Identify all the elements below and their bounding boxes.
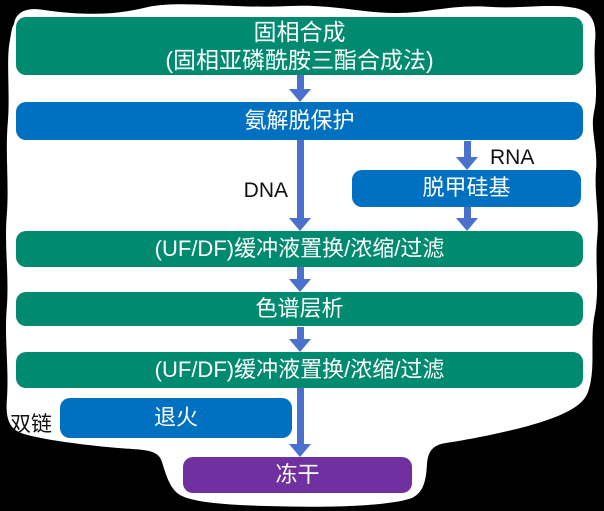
step-label: (UF/DF)缓冲液置换/浓缩/过滤 (154, 356, 445, 382)
step-box-buffer-exchange-2: (UF/DF)缓冲液置换/浓缩/过滤 (16, 352, 583, 388)
arrow-synthesis-to-deprotection-icon (289, 75, 311, 102)
branch-label-dna: DNA (243, 179, 288, 202)
arrow-rna-path-icon (456, 141, 478, 170)
step-label: 脱甲硅基 (422, 175, 511, 201)
step-label-line2: (固相亚磷酰胺三酯合成法) (165, 47, 434, 73)
step-box-annealing: 退火 (60, 398, 292, 438)
step-box-lyophilization: 冻干 (183, 457, 412, 493)
step-box-desilylation: 脱甲硅基 (352, 170, 581, 207)
step-label: 氨解脱保护 (244, 107, 355, 133)
step-label: 色谱层析 (255, 295, 344, 321)
step-box-chromatography: 色谱层析 (16, 292, 583, 326)
step-label: (UF/DF)缓冲液置换/浓缩/过滤 (154, 235, 445, 261)
step-label: 冻干 (275, 461, 320, 487)
branch-label-rna: RNA (490, 146, 535, 169)
arrow-desilylation-to-buffer-icon (456, 207, 478, 231)
arrow-dna-path-icon (289, 140, 311, 231)
arrow-buffer1-to-chromatography-icon (289, 267, 311, 292)
step-box-deprotection: 氨解脱保护 (16, 102, 583, 140)
arrow-chromatography-to-buffer2-icon (289, 327, 311, 352)
step-label-line1: 固相合成 (253, 19, 346, 45)
step-label: 退火 (153, 404, 198, 430)
step-box-buffer-exchange-1: (UF/DF)缓冲液置换/浓缩/过滤 (16, 231, 583, 267)
branch-label-duplex: 双链 (10, 413, 52, 436)
arrow-buffer2-to-lyophilization-icon (289, 388, 311, 457)
step-box-solid-phase-synthesis: 固相合成 (固相亚磷酰胺三酯合成法) (16, 17, 583, 75)
